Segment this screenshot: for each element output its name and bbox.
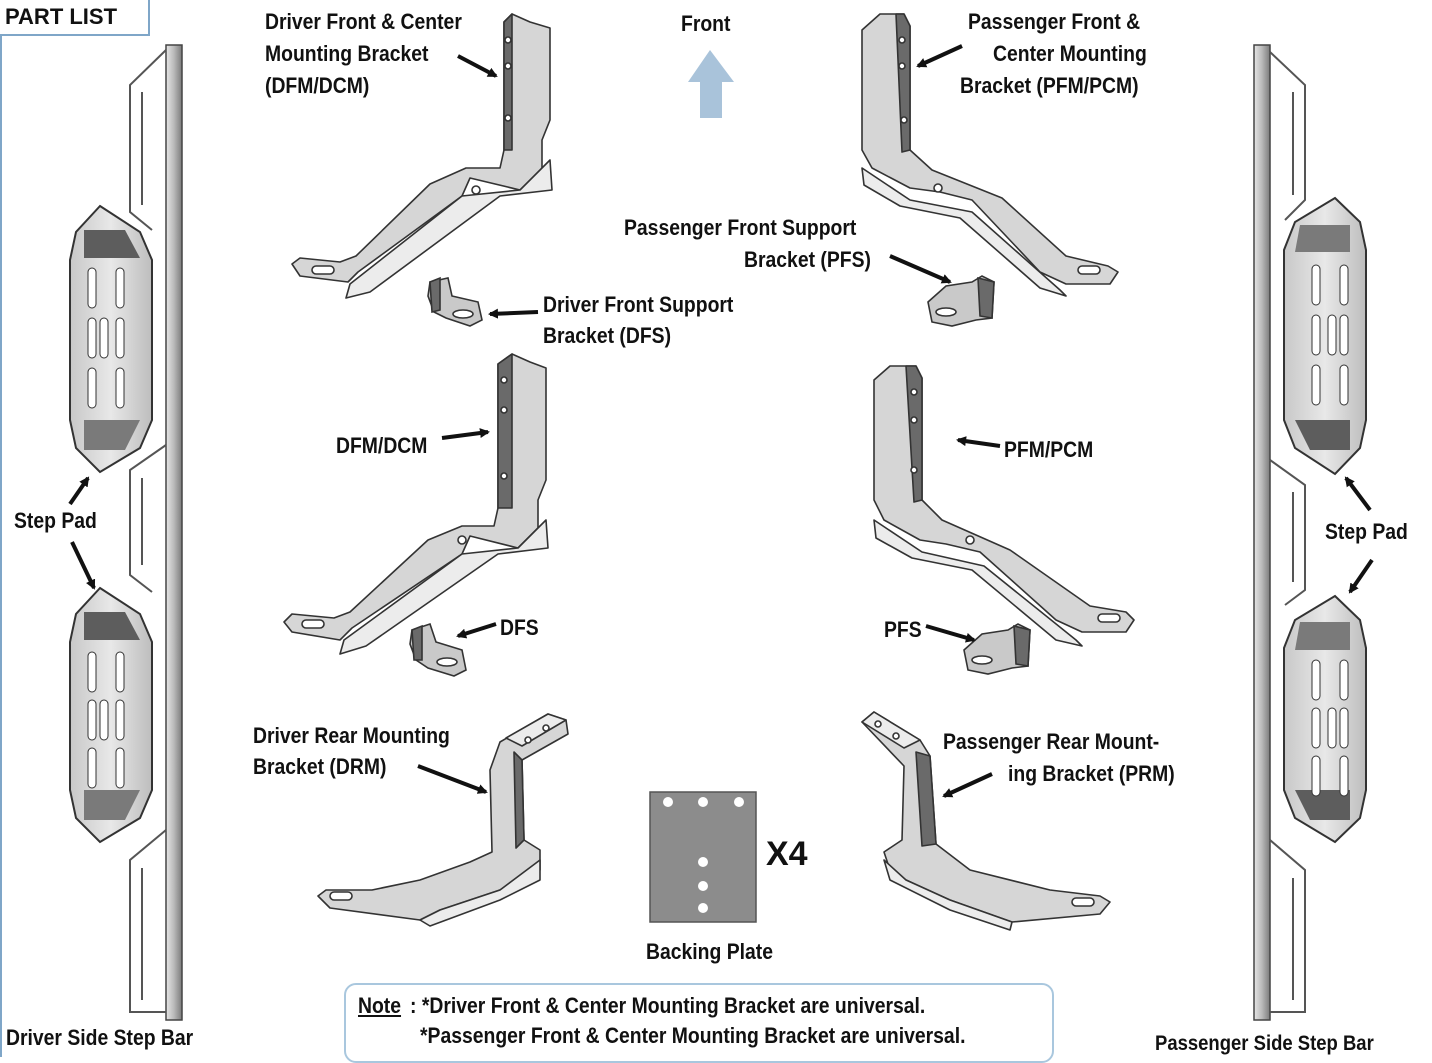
- drm-label-line1: Driver Rear Mounting: [253, 723, 450, 748]
- backing-plate-quantity: X4: [766, 835, 808, 873]
- pfs-title-line1: Passenger Front Support: [624, 215, 857, 240]
- prm-bracket: [861, 711, 1111, 931]
- pfm-title-line3: Bracket (PFM/PCM): [960, 73, 1139, 98]
- dfs-bracket-middle: [409, 622, 467, 677]
- front-arrow-icon: [688, 50, 734, 118]
- step-pad-icon: [69, 204, 153, 474]
- callout-arrows: [68, 44, 1374, 798]
- pfs-bracket-top: [927, 275, 995, 327]
- dfm-dcm-bracket-middle: [283, 353, 549, 655]
- pfs-bracket-middle: [963, 623, 1031, 675]
- pfm-title-line2: Center Mounting: [993, 41, 1147, 66]
- passenger-side-step-bar-label: Passenger Side Step Bar: [1155, 1032, 1374, 1055]
- note-line-2: *Passenger Front & Center Mounting Brack…: [420, 1023, 966, 1048]
- backing-plate: [649, 791, 757, 923]
- driver-side-step-bar: [69, 44, 183, 1021]
- step-pad-icon: [69, 586, 153, 844]
- part-list-border: [0, 36, 2, 1057]
- note-box: Note : *Driver Front & Center Mounting B…: [344, 983, 1054, 1063]
- pfm-title-line1: Passenger Front &: [968, 9, 1141, 34]
- front-label: Front: [681, 11, 731, 36]
- dfm-title-line2: Mounting Bracket: [265, 41, 429, 66]
- step-pad-icon: [1283, 196, 1367, 476]
- step-pad-icon: [1283, 594, 1367, 844]
- passenger-side-step-bar: [1253, 44, 1367, 1021]
- drm-label-line2: Bracket (DRM): [253, 754, 387, 779]
- dfm-dcm-bracket-top: [291, 13, 553, 299]
- note-heading: Note: [358, 993, 402, 1018]
- dfm-short-label: DFM/DCM: [336, 433, 428, 458]
- pfs-title-line2: Bracket (PFS): [744, 247, 871, 272]
- dfs-bracket-top: [427, 276, 483, 327]
- pfs-short-label: PFS: [884, 617, 922, 642]
- pfm-pcm-bracket-top: [861, 13, 1119, 297]
- dfs-title-line2: Bracket (DFS): [543, 323, 672, 348]
- prm-label-line1: Passenger Rear Mount-: [943, 729, 1160, 754]
- prm-label-line2: ing Bracket (PRM): [1008, 761, 1175, 786]
- step-pad-label-left: Step Pad: [14, 508, 97, 533]
- driver-side-step-bar-label: Driver Side Step Bar: [6, 1025, 194, 1050]
- pfm-pcm-bracket-middle: [873, 365, 1135, 647]
- dfs-title-line1: Driver Front Support: [543, 292, 734, 317]
- step-pad-label-right: Step Pad: [1325, 519, 1408, 544]
- dfm-title-line3: (DFM/DCM): [265, 73, 370, 98]
- part-list-title: PART LIST: [0, 0, 150, 36]
- dfs-short-label: DFS: [500, 615, 539, 640]
- note-line-1: : *Driver Front & Center Mounting Bracke…: [410, 993, 926, 1018]
- dfm-title-line1: Driver Front & Center: [265, 9, 462, 34]
- pfm-short-label: PFM/PCM: [1004, 437, 1094, 462]
- backing-plate-label: Backing Plate: [646, 939, 773, 964]
- drm-bracket: [317, 713, 569, 927]
